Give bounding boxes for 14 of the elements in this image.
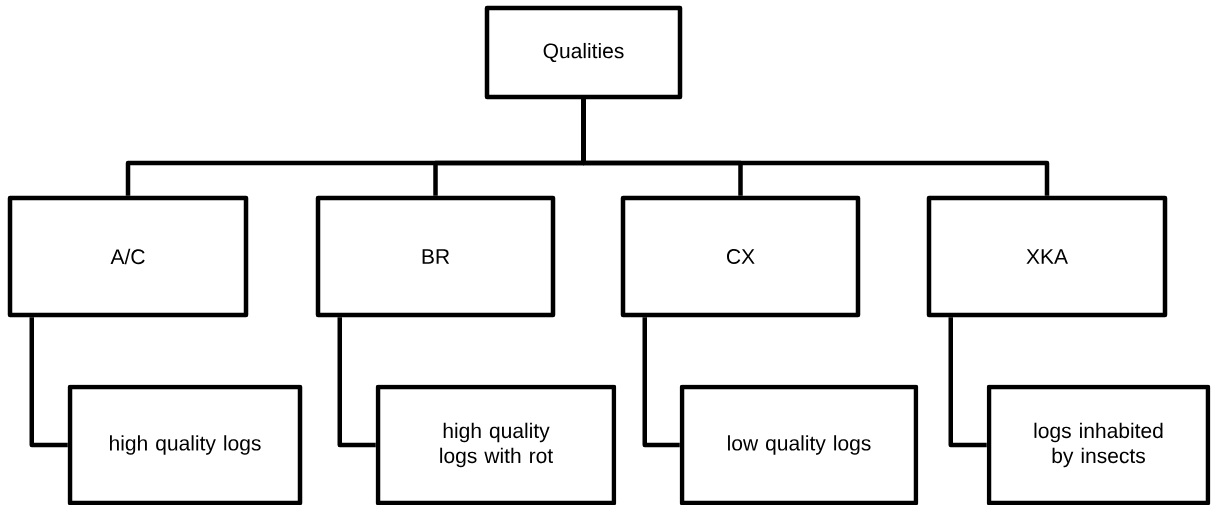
- connector-line: [642, 317, 680, 448]
- category-box: XKA: [926, 195, 1168, 318]
- category-box: BR: [315, 195, 556, 318]
- category-box: Qualities: [484, 5, 683, 100]
- description-box: high quality logs with rot: [375, 384, 617, 505]
- connector-line: [581, 99, 1050, 196]
- category-box: CX: [620, 195, 861, 318]
- connector-line: [29, 317, 68, 448]
- description-box: logs inhabited by insects: [986, 384, 1211, 505]
- connector-line: [948, 317, 987, 448]
- description-box: high quality logs: [67, 384, 303, 505]
- connector-line: [337, 317, 376, 448]
- category-box: A/C: [7, 195, 249, 318]
- description-box: low quality logs: [679, 384, 919, 505]
